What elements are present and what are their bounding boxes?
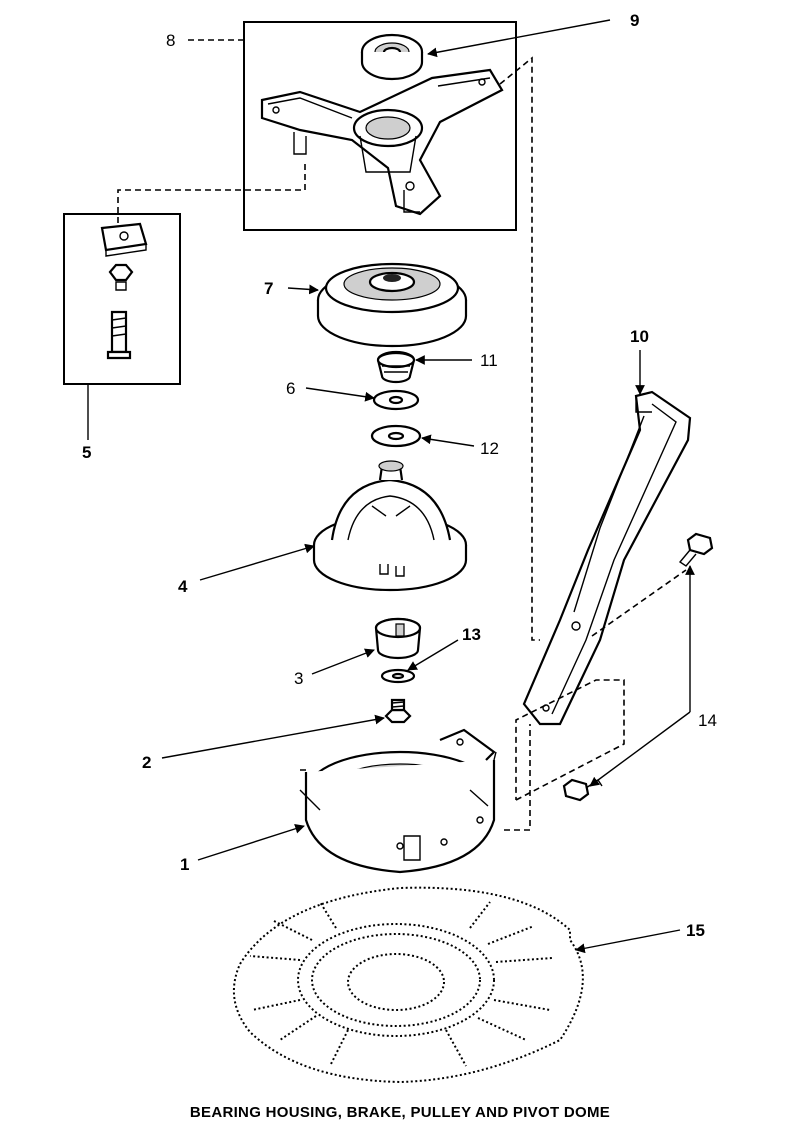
part-11-clip (376, 350, 416, 384)
connector-bracket-to-shield (515, 679, 625, 801)
part-15-tub-base (233, 886, 584, 1084)
part-3-bushing (374, 617, 422, 660)
part-12-washer (370, 424, 422, 448)
connector-housing-to-bracket (499, 56, 540, 641)
callout-13: 13 (462, 625, 481, 644)
part-10-bracket (522, 390, 692, 726)
connector-housing-to-hardware (117, 164, 306, 224)
connector-shield-side (504, 724, 531, 831)
part-14-screw-upper (678, 532, 714, 567)
callout-3: 3 (294, 669, 303, 688)
part-2-bolt (384, 698, 412, 724)
callout-2: 2 (142, 753, 151, 772)
callout-5: 5 (82, 443, 91, 462)
part-7-pulley (316, 262, 468, 348)
part-8-bearing-housing (260, 68, 504, 216)
callout-1: 1 (180, 855, 189, 874)
callout-7: 7 (264, 279, 273, 298)
part-6-washer (372, 389, 420, 411)
callout-6: 6 (286, 379, 295, 398)
connector-screw-upper (591, 569, 687, 637)
part-14-screw-lower (562, 778, 603, 802)
callout-8: 8 (166, 31, 175, 50)
callout-11: 11 (480, 351, 498, 370)
callout-15: 15 (686, 921, 705, 940)
leader-lines (161, 19, 695, 954)
diagram-caption: BEARING HOUSING, BRAKE, PULLEY AND PIVOT… (189, 1104, 611, 1121)
part-5-mounting-hardware (100, 222, 148, 360)
callout-14: 14 (698, 711, 717, 730)
callout-labels: 8 9 7 10 11 6 12 5 4 13 3 14 2 1 15 (82, 11, 717, 940)
hardware-kit-box (63, 213, 181, 385)
part-13-washer (380, 668, 416, 684)
bearing-housing-group-box (243, 21, 517, 231)
part-9-bearing (360, 33, 424, 81)
part-1-brake-shield (299, 728, 497, 874)
callout-9: 9 (630, 11, 639, 30)
callout-10: 10 (630, 327, 649, 346)
callout-12: 12 (480, 439, 499, 458)
part-4-pivot-dome (312, 460, 468, 592)
callout-4: 4 (178, 577, 188, 596)
